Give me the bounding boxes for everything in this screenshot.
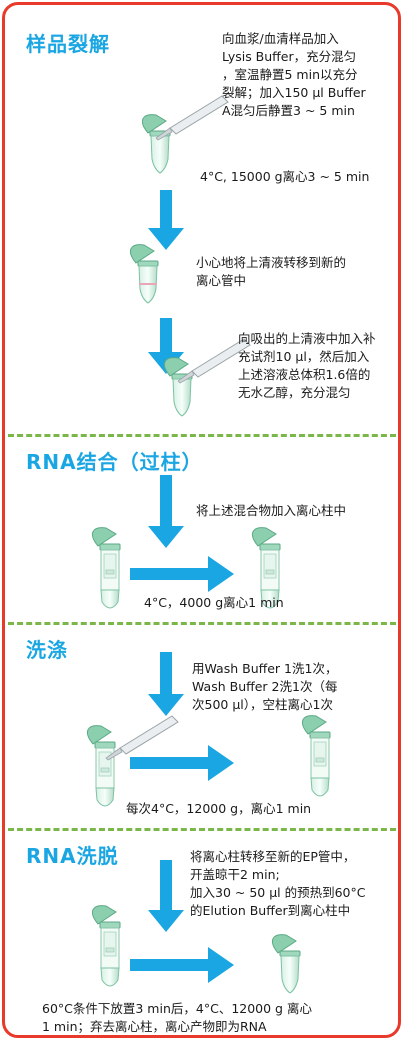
lysis-tube-3 bbox=[163, 357, 193, 417]
outer-frame bbox=[2, 2, 401, 1038]
section-title-elution: RNA洗脱 bbox=[26, 844, 119, 868]
elution-step-line3: 加入30 ~ 50 µl 的预热到60°C bbox=[190, 885, 366, 900]
wash-step-line3: 次500 µl），空柱离心1次 bbox=[192, 697, 333, 712]
wash-pipette bbox=[105, 715, 179, 761]
wash-step-line1: 用Wash Buffer 1洗1次， bbox=[192, 661, 338, 676]
lysis-step2-line2: 离心管中 bbox=[196, 273, 247, 288]
down-arrow-3 bbox=[148, 475, 184, 548]
elution-step-line2: 开盖晾干2 min; bbox=[190, 867, 280, 882]
right-arrow-2 bbox=[130, 745, 234, 781]
section-title-wash: 洗涤 bbox=[26, 638, 68, 662]
elution-final-line2: 1 min；弃去离心柱，离心产物即为RNA bbox=[42, 1019, 267, 1034]
elution-ep-tube-right bbox=[271, 934, 301, 994]
lysis-tube-2 bbox=[129, 244, 159, 304]
binding-centrifuge: 4°C，4000 g离心1 min bbox=[144, 595, 284, 610]
lysis-step3-line3: 上述溶液总体积1.6倍的 bbox=[238, 367, 371, 382]
lysis-step1-line3: ，室温静置5 min以充分 bbox=[222, 67, 358, 82]
lysis-step3-line2: 充试剂10 µl，然后加入 bbox=[238, 349, 370, 364]
down-arrow-4 bbox=[148, 652, 184, 716]
divider-1 bbox=[8, 434, 396, 437]
wash-step-line2: Wash Buffer 2洗1次（每 bbox=[192, 679, 338, 694]
lysis-tube-1 bbox=[141, 114, 171, 174]
wash-centrifuge: 每次4°C，12000 g，离心1 min bbox=[126, 801, 312, 816]
elution-column-tube-left bbox=[91, 905, 121, 987]
right-arrow-1 bbox=[130, 556, 234, 592]
elution-step-line4: 的Elution Buffer到离心柱中 bbox=[190, 903, 351, 918]
elution-step-line1: 将离心柱转移至新的EP管中， bbox=[190, 849, 356, 864]
lysis-step1-line4: 裂解；加入150 µl Buffer bbox=[222, 85, 366, 100]
divider-2 bbox=[8, 622, 396, 625]
lysis-step3-line4: 无水乙醇，充分混匀 bbox=[238, 385, 351, 400]
section-title-binding: RNA结合（过柱） bbox=[26, 450, 203, 474]
divider-3 bbox=[8, 828, 396, 831]
lysis-step1-line1: 向血浆/血清样品加入 bbox=[222, 31, 339, 46]
binding-column-tube-left bbox=[91, 527, 121, 609]
down-arrow-5 bbox=[148, 860, 184, 932]
lysis-step3-line1: 向吸出的上清液中加入补 bbox=[238, 331, 376, 346]
elution-final-line1: 60°C条件下放置3 min后，4°C、12000 g 离心 bbox=[42, 1001, 312, 1016]
section-title-lysis: 样品裂解 bbox=[26, 32, 110, 56]
wash-column-tube-right bbox=[301, 715, 331, 797]
down-arrow-1 bbox=[148, 190, 184, 250]
lysis-step2-line1: 小心地将上清液转移到新的 bbox=[196, 255, 347, 270]
lysis-centrifuge: 4°C, 15000 g离心3 ~ 5 min bbox=[200, 169, 370, 184]
wash-column-tube-left bbox=[86, 725, 116, 807]
right-arrow-3 bbox=[130, 947, 234, 983]
lysis-step1-line5: A混匀后静置3 ~ 5 min bbox=[222, 103, 355, 118]
binding-step: 将上述混合物加入离心柱中 bbox=[196, 503, 347, 518]
lysis-pipette-1 bbox=[155, 95, 229, 141]
lysis-step1-line2: Lysis Buffer，充分混匀 bbox=[222, 49, 357, 64]
